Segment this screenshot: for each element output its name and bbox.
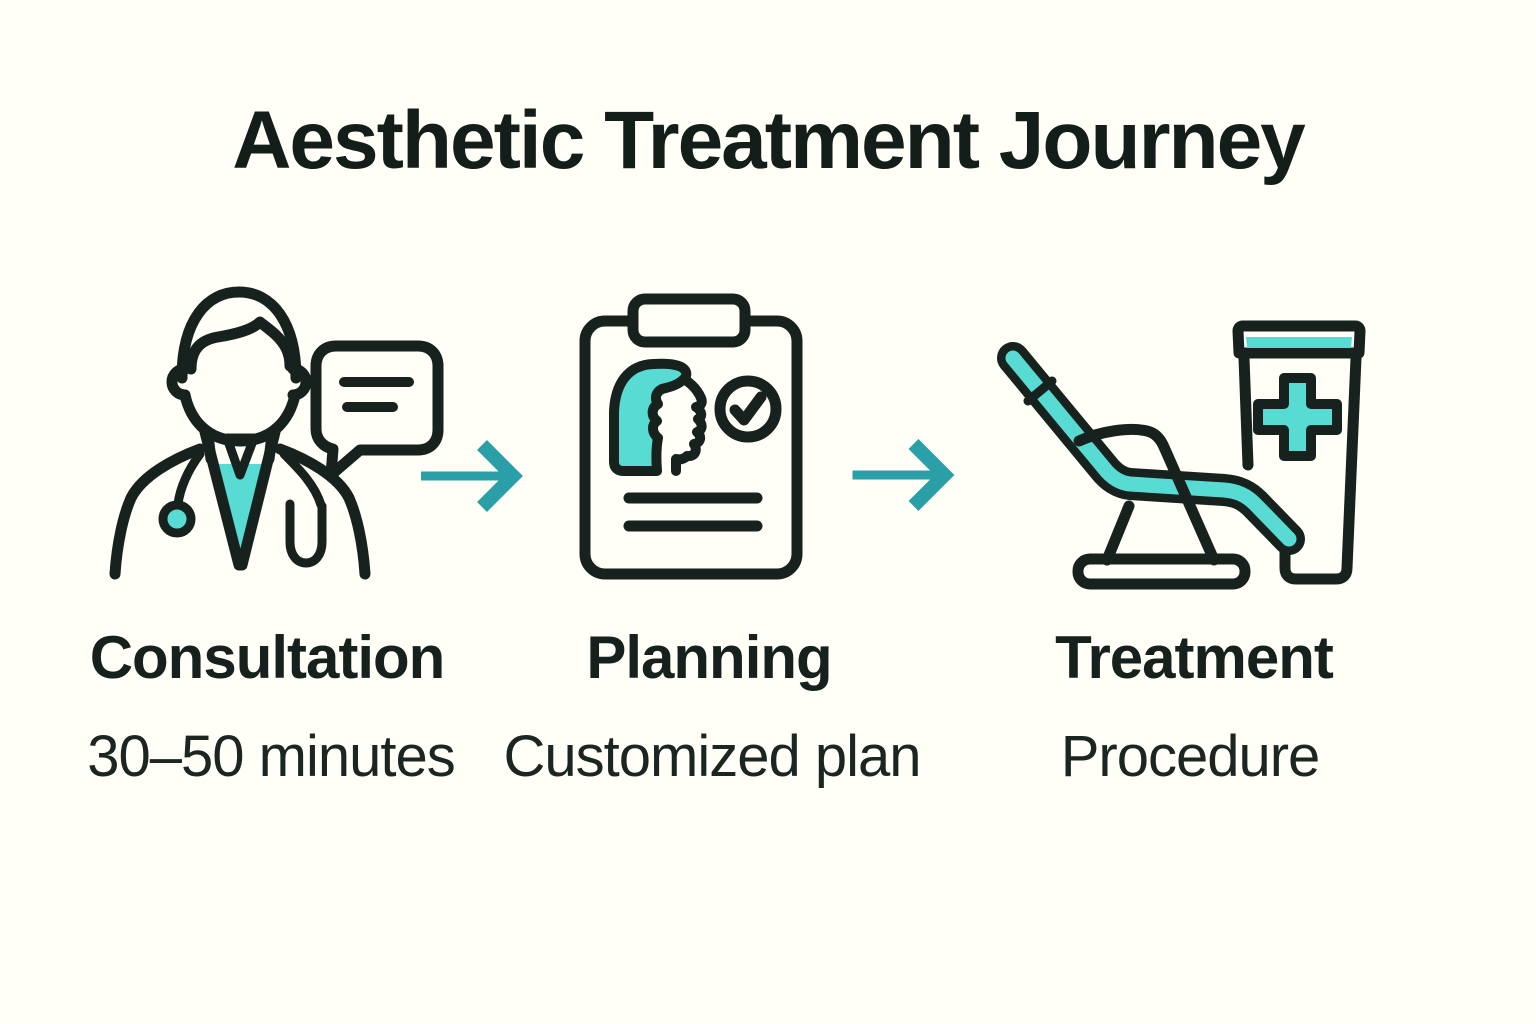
medical-cross-icon: [1253, 373, 1342, 461]
speech-bubble-lines: [339, 377, 414, 412]
step-label-planning: Planning: [586, 624, 832, 691]
headrest-seam: [1023, 376, 1057, 406]
planning-clipboard-icon: [579, 293, 803, 580]
hair-fringe: [185, 316, 296, 375]
doctor-consultation-icon: [109, 286, 444, 580]
chair-pedestal: [1101, 500, 1135, 566]
head-outline: [176, 286, 302, 384]
cream-tube-icon: [1232, 320, 1366, 585]
profile-hair: [609, 358, 692, 476]
arrow-right-icon-1: [421, 440, 523, 512]
step-label-consultation: Consultation: [89, 624, 446, 691]
chair-base: [1072, 553, 1251, 590]
checkmark-icon: [729, 391, 767, 426]
speech-bubble-icon: [310, 340, 444, 481]
shirt-vneck: [214, 464, 268, 564]
step-sublabel-planning: Customized plan: [503, 724, 922, 789]
arrow-right-icon-2: [852, 439, 955, 511]
clipboard-clip: [627, 293, 751, 348]
treatment-chair-icon: [997, 320, 1366, 590]
coat-right: [274, 443, 371, 580]
face-profile: [671, 374, 707, 476]
step-sublabel-consultation: 30–50 minutes: [87, 724, 455, 789]
page-title: Aesthetic Treatment Journey: [232, 95, 1306, 186]
step-sublabel-treatment: Procedure: [1060, 724, 1321, 789]
checkmark-circle-icon: [714, 375, 782, 443]
chair-armrest: [1073, 423, 1220, 566]
step-label-treatment: Treatment: [1055, 624, 1334, 691]
coat-left: [109, 443, 206, 580]
stethoscope: [158, 449, 327, 568]
